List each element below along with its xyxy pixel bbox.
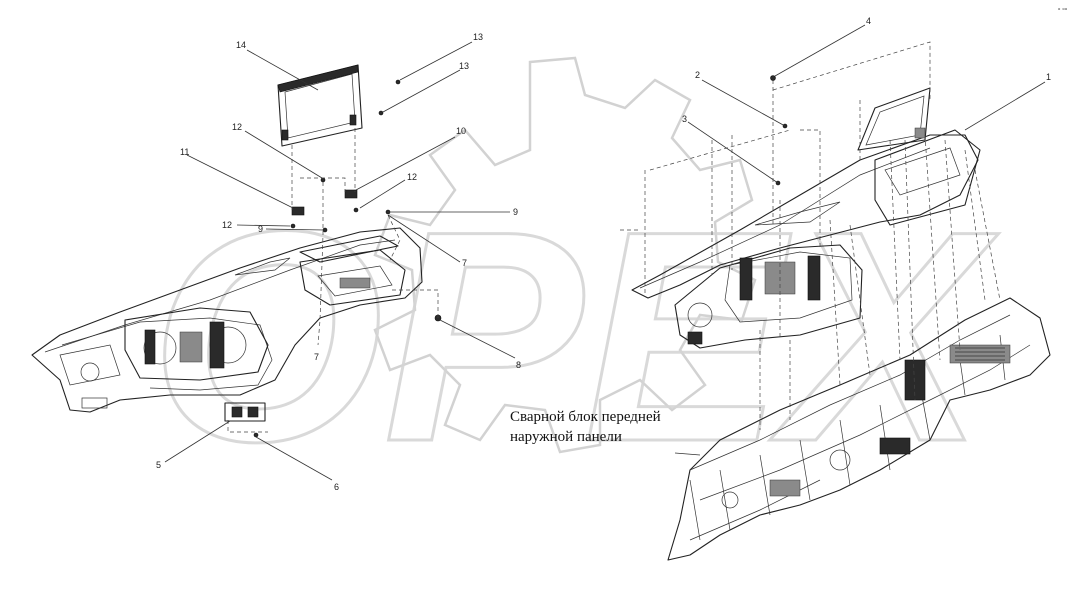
callout-10: 10	[456, 126, 466, 136]
callout-8: 8	[516, 360, 521, 370]
callout-6: 6	[334, 482, 339, 492]
annotation-line-2: наружной панели	[510, 429, 622, 445]
left-top-slot	[299, 235, 399, 263]
left-leaders	[164, 41, 516, 481]
part-11-clip	[291, 206, 305, 216]
callout-12-b: 12	[407, 172, 417, 182]
callout-11: 11	[180, 147, 189, 157]
annotation: Сварной блок передней наружной панели	[510, 409, 661, 445]
callout-7-b: 7	[314, 352, 319, 362]
callout-13-a: 13	[473, 32, 483, 42]
watermark: OPEX	[149, 56, 1001, 506]
callout-labels: 1 2 3 4 5 6 7 7 8 9 9 10 11 12 12 12 13 …	[156, 16, 1051, 492]
callout-4: 4	[866, 16, 871, 26]
part-5-bracket	[224, 402, 266, 422]
right-lid	[857, 87, 931, 151]
annotation-line-1: Сварной блок передней	[510, 409, 661, 425]
callout-2: 2	[695, 70, 700, 80]
right-leaders	[674, 24, 1046, 456]
right-assembly	[620, 41, 1051, 561]
callout-7-a: 7	[462, 258, 467, 268]
callout-14: 14	[236, 40, 246, 50]
callout-12-a: 12	[232, 122, 242, 132]
callout-5: 5	[156, 460, 161, 470]
left-dashboard-body	[31, 227, 423, 413]
callout-9-a: 9	[513, 207, 518, 217]
right-top-cover	[631, 134, 979, 299]
callout-3: 3	[682, 114, 687, 124]
welded-frame	[667, 297, 1051, 561]
callout-13-b: 13	[459, 61, 469, 71]
corner-mark: ₒ ₒₒ	[1058, 5, 1068, 12]
callout-1: 1	[1046, 72, 1051, 82]
callout-9-b: 9	[258, 224, 263, 234]
watermark-gear	[373, 56, 757, 454]
watermark-text: OPEX	[150, 168, 999, 504]
callout-12-c: 12	[222, 220, 232, 230]
left-assembly	[31, 64, 442, 438]
part-10-clip	[344, 189, 358, 199]
